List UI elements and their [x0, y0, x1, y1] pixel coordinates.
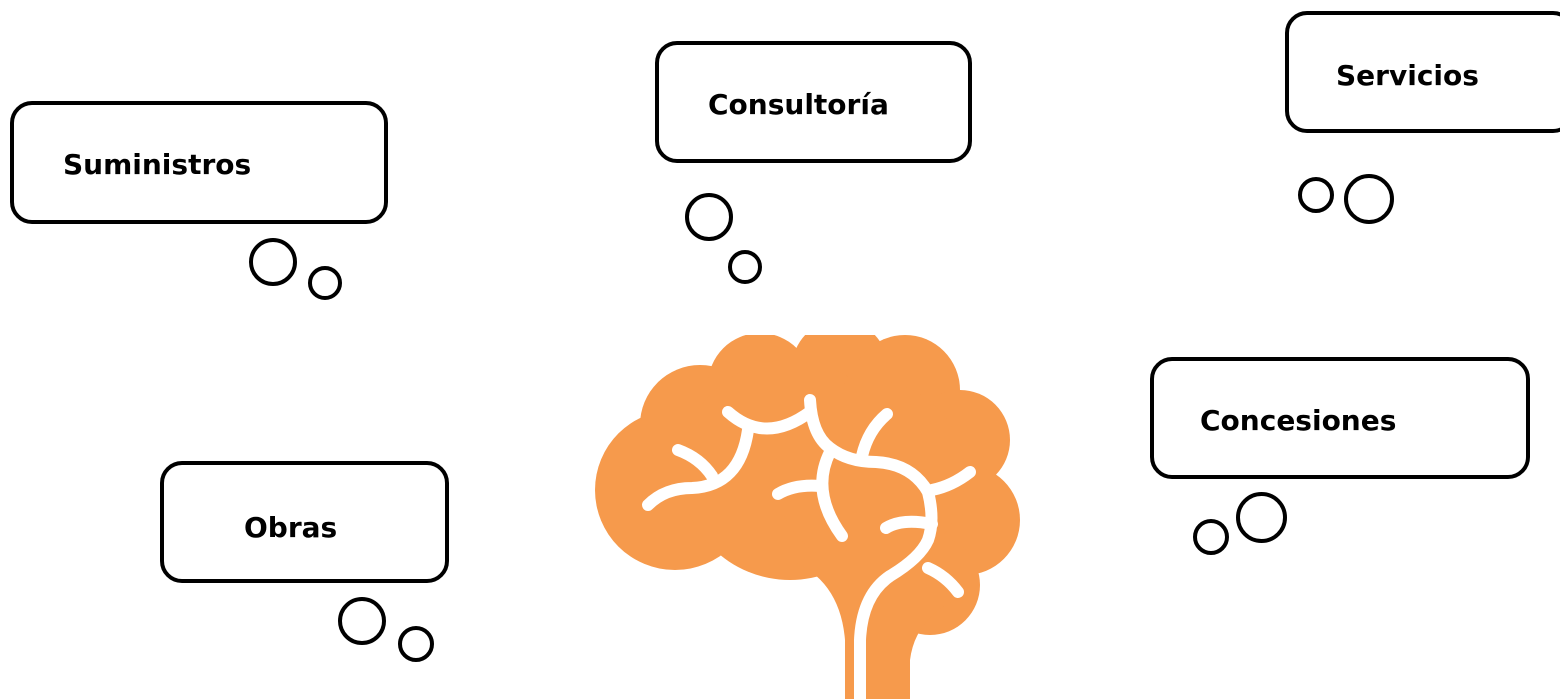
thought-dot-large-obras	[338, 597, 386, 645]
thought-dot-large-servicios	[1344, 174, 1394, 224]
thought-dot-small-suministros	[308, 266, 342, 300]
bubble-label-obras: Obras	[244, 511, 338, 544]
bubble-label-suministros: Suministros	[63, 148, 252, 181]
brain-icon	[595, 335, 1020, 699]
bubble-label-consultoria: Consultoría	[708, 88, 889, 121]
thought-dot-small-concesiones	[1193, 519, 1229, 555]
thought-bubble-servicios: Servicios	[1285, 11, 1560, 133]
thought-dot-large-concesiones	[1236, 492, 1287, 543]
bubble-label-concesiones: Concesiones	[1200, 404, 1397, 437]
thought-dot-large-consultoria	[685, 193, 733, 241]
thought-bubble-consultoria: Consultoría	[655, 41, 972, 163]
thought-dot-large-suministros	[249, 238, 297, 286]
thought-dot-small-servicios	[1298, 177, 1334, 213]
brain-folds	[642, 394, 976, 699]
thought-dot-small-obras	[398, 626, 434, 662]
brain-shape	[595, 335, 1020, 699]
thought-bubble-obras: Obras	[160, 461, 449, 583]
thought-dot-small-consultoria	[728, 250, 762, 284]
thought-bubble-suministros: Suministros	[10, 101, 388, 224]
thought-bubble-concesiones: Concesiones	[1150, 357, 1530, 479]
bubble-label-servicios: Servicios	[1336, 59, 1479, 92]
